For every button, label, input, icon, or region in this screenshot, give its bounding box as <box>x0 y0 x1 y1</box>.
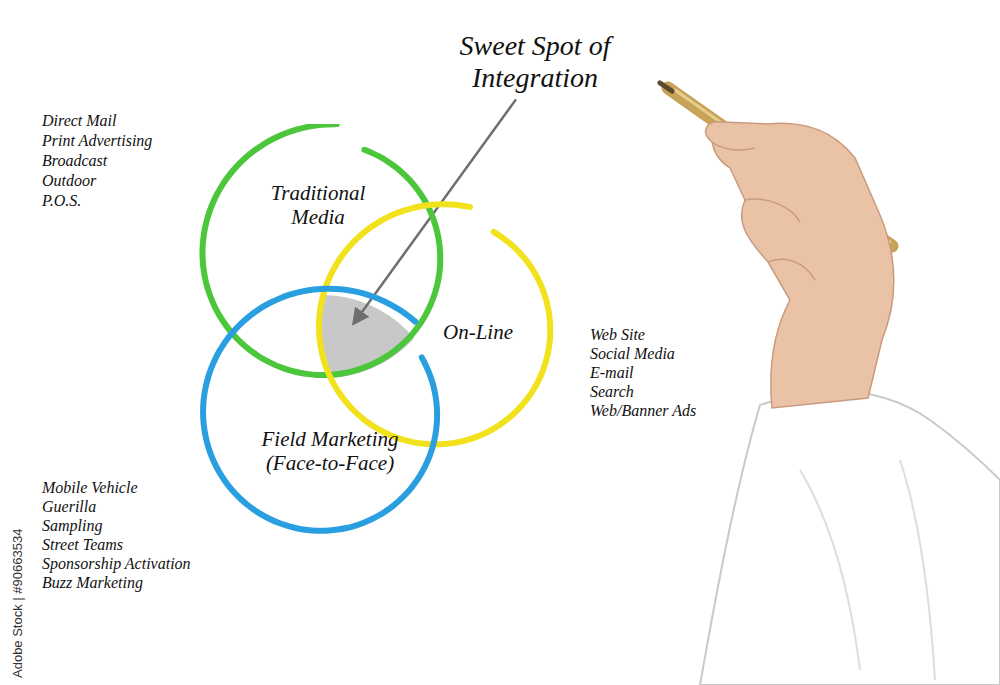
media-item: Direct Mail <box>42 113 117 129</box>
media-item: Print Advertising <box>42 133 152 149</box>
circle-outline <box>191 124 459 392</box>
sleeve-fold <box>900 460 935 680</box>
media-item: Buzz Marketing <box>42 575 143 591</box>
thumb-nail <box>712 142 755 150</box>
media-item: Street Teams <box>42 537 123 553</box>
watermark: Adobe Stock | #90663534 <box>10 529 25 678</box>
circle-stroke <box>203 289 437 531</box>
pen-tip <box>660 83 672 91</box>
finger-line <box>768 259 815 280</box>
media-item: Sampling <box>42 518 102 534</box>
circle-text-holder: On-Line <box>423 321 533 345</box>
media-item: Mobile Vehicle <box>42 480 138 496</box>
media-item: P.O.S. <box>42 193 81 209</box>
media-item: Web/Banner Ads <box>590 403 696 419</box>
media-item: Social Media <box>590 346 675 362</box>
media-item: Guerilla <box>42 499 96 515</box>
circle-label: Field Marketing (Face-to-Face) <box>260 428 400 475</box>
circle-outline <box>188 281 456 549</box>
media-item: Sponsorship Activation <box>42 556 191 572</box>
media-item: Search <box>590 384 634 400</box>
diagram-title: Sweet Spot of Integration <box>420 30 650 94</box>
circle-text-holder: Field Marketing (Face-to-Face) <box>260 428 400 475</box>
venn-circle: Traditional Media <box>191 124 459 392</box>
hand <box>706 122 894 408</box>
finger-line <box>745 199 800 222</box>
hand-with-pen <box>660 83 1000 685</box>
media-item: Web Site <box>590 327 645 343</box>
venn-circle: Field Marketing (Face-to-Face) <box>188 281 456 549</box>
media-item: Outdoor <box>42 173 96 189</box>
media-item: E-mail <box>590 365 634 381</box>
media-item: Broadcast <box>42 153 107 169</box>
circle-text-holder: Traditional Media <box>253 182 383 229</box>
circle-label: Traditional Media <box>253 182 383 229</box>
sleeve <box>700 391 1000 685</box>
sleeve-fold <box>800 470 860 670</box>
circle-label: On-Line <box>423 321 533 345</box>
